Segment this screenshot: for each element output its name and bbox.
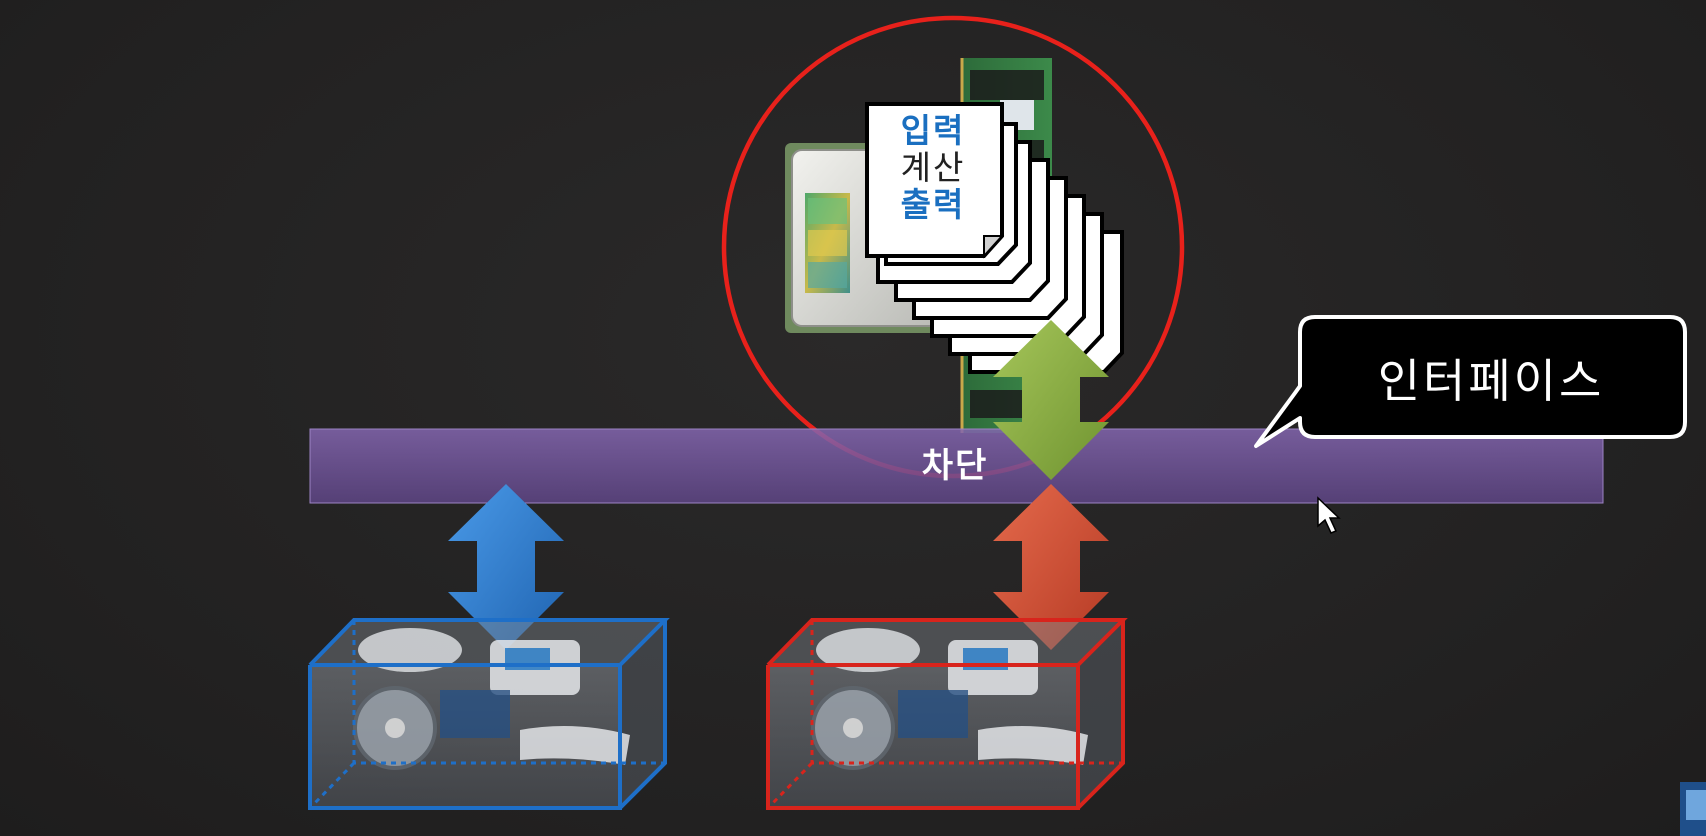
partial-device-icon (1680, 782, 1706, 836)
process-document-front (865, 102, 1005, 259)
document-line-compute: 계산 (900, 148, 966, 187)
process-document-stack (865, 102, 1124, 374)
interface-callout (1254, 315, 1687, 448)
device-box-blue (308, 618, 670, 810)
double-arrow-blue-icon (448, 484, 564, 650)
double-arrow-green-icon (993, 320, 1109, 480)
peripherals-icon (811, 628, 1088, 770)
barrier-label: 차단 (921, 446, 989, 486)
peripherals-icon (353, 628, 630, 770)
document-line-output: 출력 (900, 185, 966, 224)
mouse-cursor-icon (1317, 496, 1341, 534)
barrier-bar (309, 428, 1604, 504)
document-line-input: 입력 (900, 111, 966, 150)
device-box-red (766, 618, 1128, 810)
double-arrow-red-icon (993, 484, 1109, 650)
interface-callout-label: 인터페이스 (1377, 354, 1605, 408)
